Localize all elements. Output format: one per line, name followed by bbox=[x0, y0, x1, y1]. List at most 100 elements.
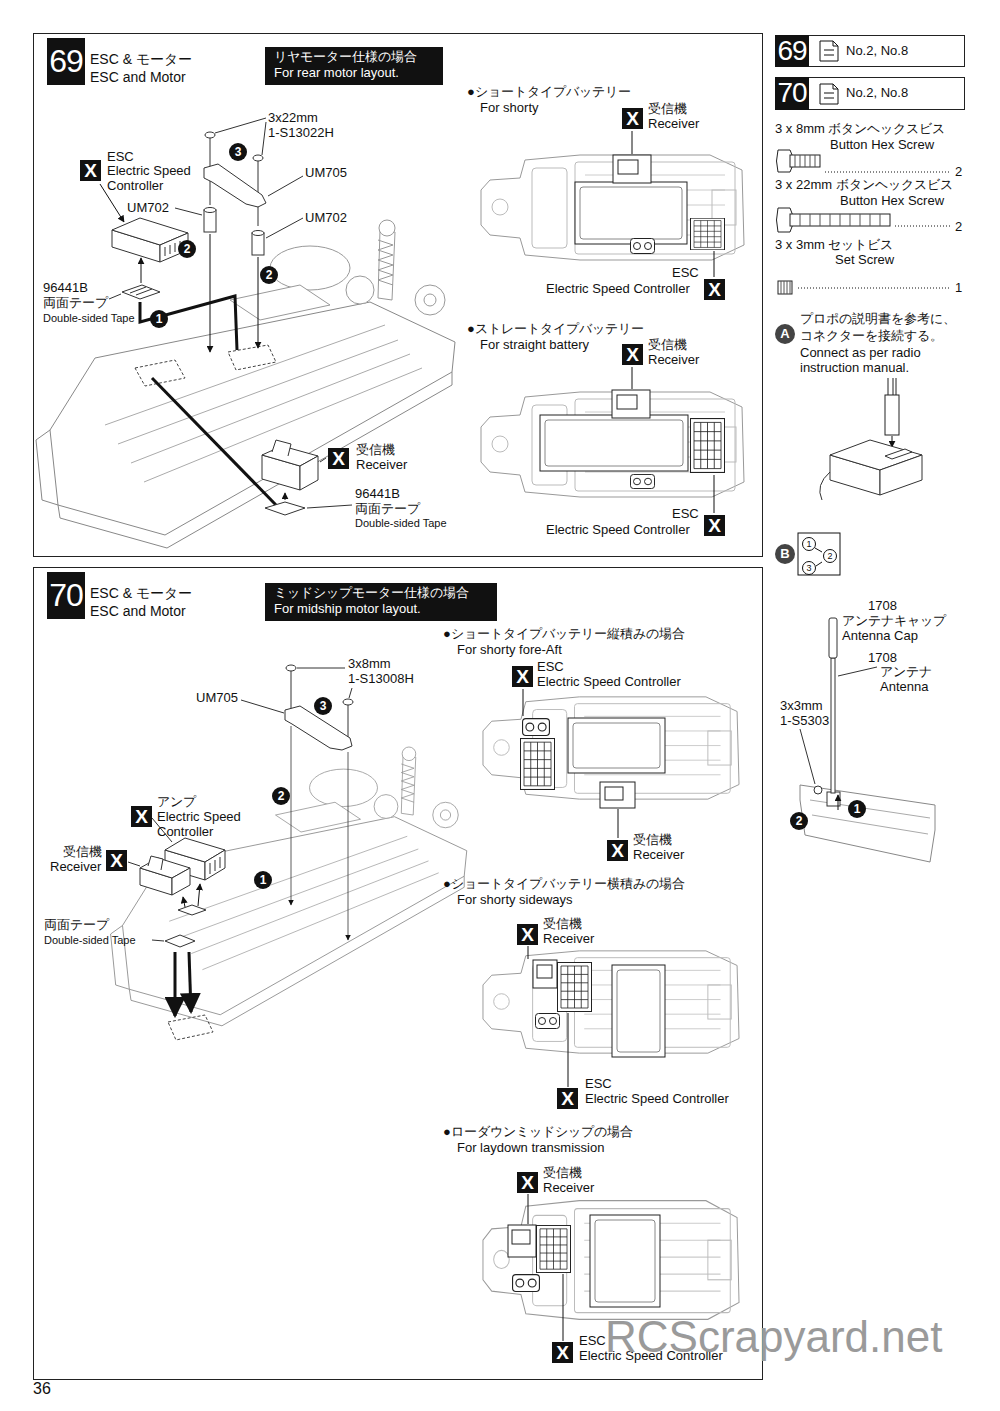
x-mark: X bbox=[512, 666, 533, 687]
part-label: Receiver bbox=[633, 847, 684, 862]
rear-motor-illustration bbox=[204, 164, 266, 207]
chassis-top-views-69 bbox=[632, 367, 633, 389]
step-frame: No.2, No.870 bbox=[775, 77, 965, 110]
midship-motor-illustration bbox=[286, 665, 296, 671]
part-label: Electric Speed Controller bbox=[107, 163, 205, 193]
chassis-top-views-69 bbox=[613, 155, 651, 183]
part-label: Receiver bbox=[648, 352, 699, 367]
chassis-top-views-70 bbox=[513, 1275, 540, 1292]
part-label: UM705 bbox=[305, 165, 347, 180]
part-label: 1-S13022H bbox=[268, 125, 334, 140]
chassis-top-views-69 bbox=[618, 160, 638, 174]
part-label: Receiver bbox=[356, 457, 407, 472]
callout-number: 1 bbox=[150, 310, 168, 328]
chassis-top-views-70 bbox=[568, 718, 665, 773]
rear-motor-illustration bbox=[130, 287, 152, 295]
part-label: 受信機 bbox=[633, 832, 672, 847]
chassis-top-views-70 bbox=[612, 965, 665, 1057]
rear-motor-illustration bbox=[320, 458, 326, 462]
part-label: ESC bbox=[579, 1333, 606, 1348]
part-label: ESC bbox=[672, 506, 699, 521]
order-number: 1 bbox=[802, 537, 816, 551]
midship-motor-illustration bbox=[210, 857, 220, 874]
node-text: ミッドシップモーター仕様の場合 bbox=[274, 586, 469, 601]
x-mark: X bbox=[80, 160, 101, 181]
rear-motor-illustration bbox=[300, 456, 318, 490]
part-label: UM705 bbox=[196, 690, 238, 705]
part-label: 受信機 bbox=[543, 1165, 582, 1180]
part-label: アンテナキャップ bbox=[842, 613, 946, 628]
parts-column bbox=[892, 436, 893, 447]
midship-motor-illustration bbox=[165, 935, 195, 947]
midship-motor-illustration bbox=[198, 884, 200, 906]
rear-motor-illustration bbox=[253, 155, 263, 161]
rear-motor-illustration bbox=[258, 257, 259, 348]
rear-motor-illustration bbox=[122, 285, 160, 299]
parts-column bbox=[838, 795, 839, 810]
node-text: For rear motor layout. bbox=[274, 66, 399, 81]
part-label: Antenna Cap bbox=[842, 628, 918, 643]
part-label: Set Screw bbox=[835, 252, 894, 267]
part-label: Electric Speed Controller bbox=[546, 522, 690, 537]
x-mark: X bbox=[328, 448, 349, 469]
x-mark: X bbox=[704, 515, 725, 536]
part-label: Receiver bbox=[648, 116, 699, 131]
node-text: 69 bbox=[775, 35, 809, 67]
rear-motor-illustration bbox=[285, 493, 286, 500]
part-label: 受信機 bbox=[543, 916, 582, 931]
midship-motor-illustration bbox=[343, 699, 353, 705]
part-label: UM702 bbox=[305, 210, 347, 225]
part-label: Button Hex Screw bbox=[830, 137, 934, 152]
note-letter: B bbox=[775, 544, 795, 564]
chassis-top-views-69 bbox=[481, 155, 744, 260]
part-label: ESC bbox=[585, 1076, 612, 1091]
part-label: ●ショートタイプバッテリー横積みの場合 bbox=[443, 876, 685, 891]
chassis-top-views-70 bbox=[483, 1201, 739, 1320]
node-text: For midship motor layout. bbox=[274, 602, 421, 617]
chassis-top-views-69 bbox=[691, 218, 725, 249]
chassis-top-views-69 bbox=[617, 395, 637, 409]
midship-motor-illustration bbox=[205, 850, 225, 880]
part-label: 1708 bbox=[868, 650, 897, 665]
parts-column bbox=[781, 281, 790, 294]
x-mark: X bbox=[552, 1342, 573, 1363]
chassis-top-views-70 bbox=[563, 1274, 564, 1341]
part-label: 3 x 8mm ボタンヘックスビス bbox=[775, 121, 945, 136]
x-mark: X bbox=[622, 344, 643, 365]
chassis-top-views-69 bbox=[714, 475, 715, 513]
callout-number: 1 bbox=[254, 871, 272, 889]
step-badge: 69 bbox=[775, 35, 809, 67]
part-label: 両面テープ bbox=[355, 501, 420, 516]
callout-number: 2 bbox=[178, 240, 196, 258]
page-number: 36 bbox=[33, 1380, 51, 1398]
part-label: 受信機 bbox=[648, 101, 687, 116]
midship-motor-illustration bbox=[297, 668, 352, 698]
part-label: Connect as per radio instruction manual. bbox=[800, 345, 952, 375]
step-badge: リヤモーター仕様の場合For rear motor layout. bbox=[265, 47, 443, 85]
chassis-top-views-69 bbox=[631, 239, 655, 254]
node-text: 70 bbox=[775, 77, 809, 109]
parts-column bbox=[820, 84, 838, 104]
rear-motor-illustration bbox=[36, 220, 455, 548]
parts-column bbox=[888, 378, 896, 395]
midship-motor-illustration bbox=[152, 940, 164, 941]
part-label: 2 bbox=[955, 219, 962, 234]
parts-column bbox=[798, 533, 840, 575]
parts-column bbox=[778, 281, 792, 294]
midship-motor-illustration bbox=[189, 952, 191, 1012]
rear-motor-illustration bbox=[272, 440, 291, 456]
parts-column bbox=[815, 548, 822, 552]
part-label: Double-sided Tape bbox=[44, 934, 136, 947]
part-label: 3x3mm bbox=[780, 698, 823, 713]
part-label: 1708 bbox=[868, 598, 897, 613]
part-label: 1-S13008H bbox=[348, 671, 414, 686]
chassis-top-views-70 bbox=[600, 782, 635, 808]
parts-column bbox=[829, 618, 837, 658]
rear-motor-illustration bbox=[175, 208, 303, 238]
parts-column bbox=[800, 785, 935, 862]
part-label: 受信機 bbox=[356, 442, 395, 457]
midship-motor-illustration bbox=[148, 856, 163, 870]
chassis-top-views-70 bbox=[537, 1225, 571, 1272]
part-label: 96441B bbox=[355, 486, 400, 501]
chassis-top-views-70 bbox=[483, 951, 739, 1053]
